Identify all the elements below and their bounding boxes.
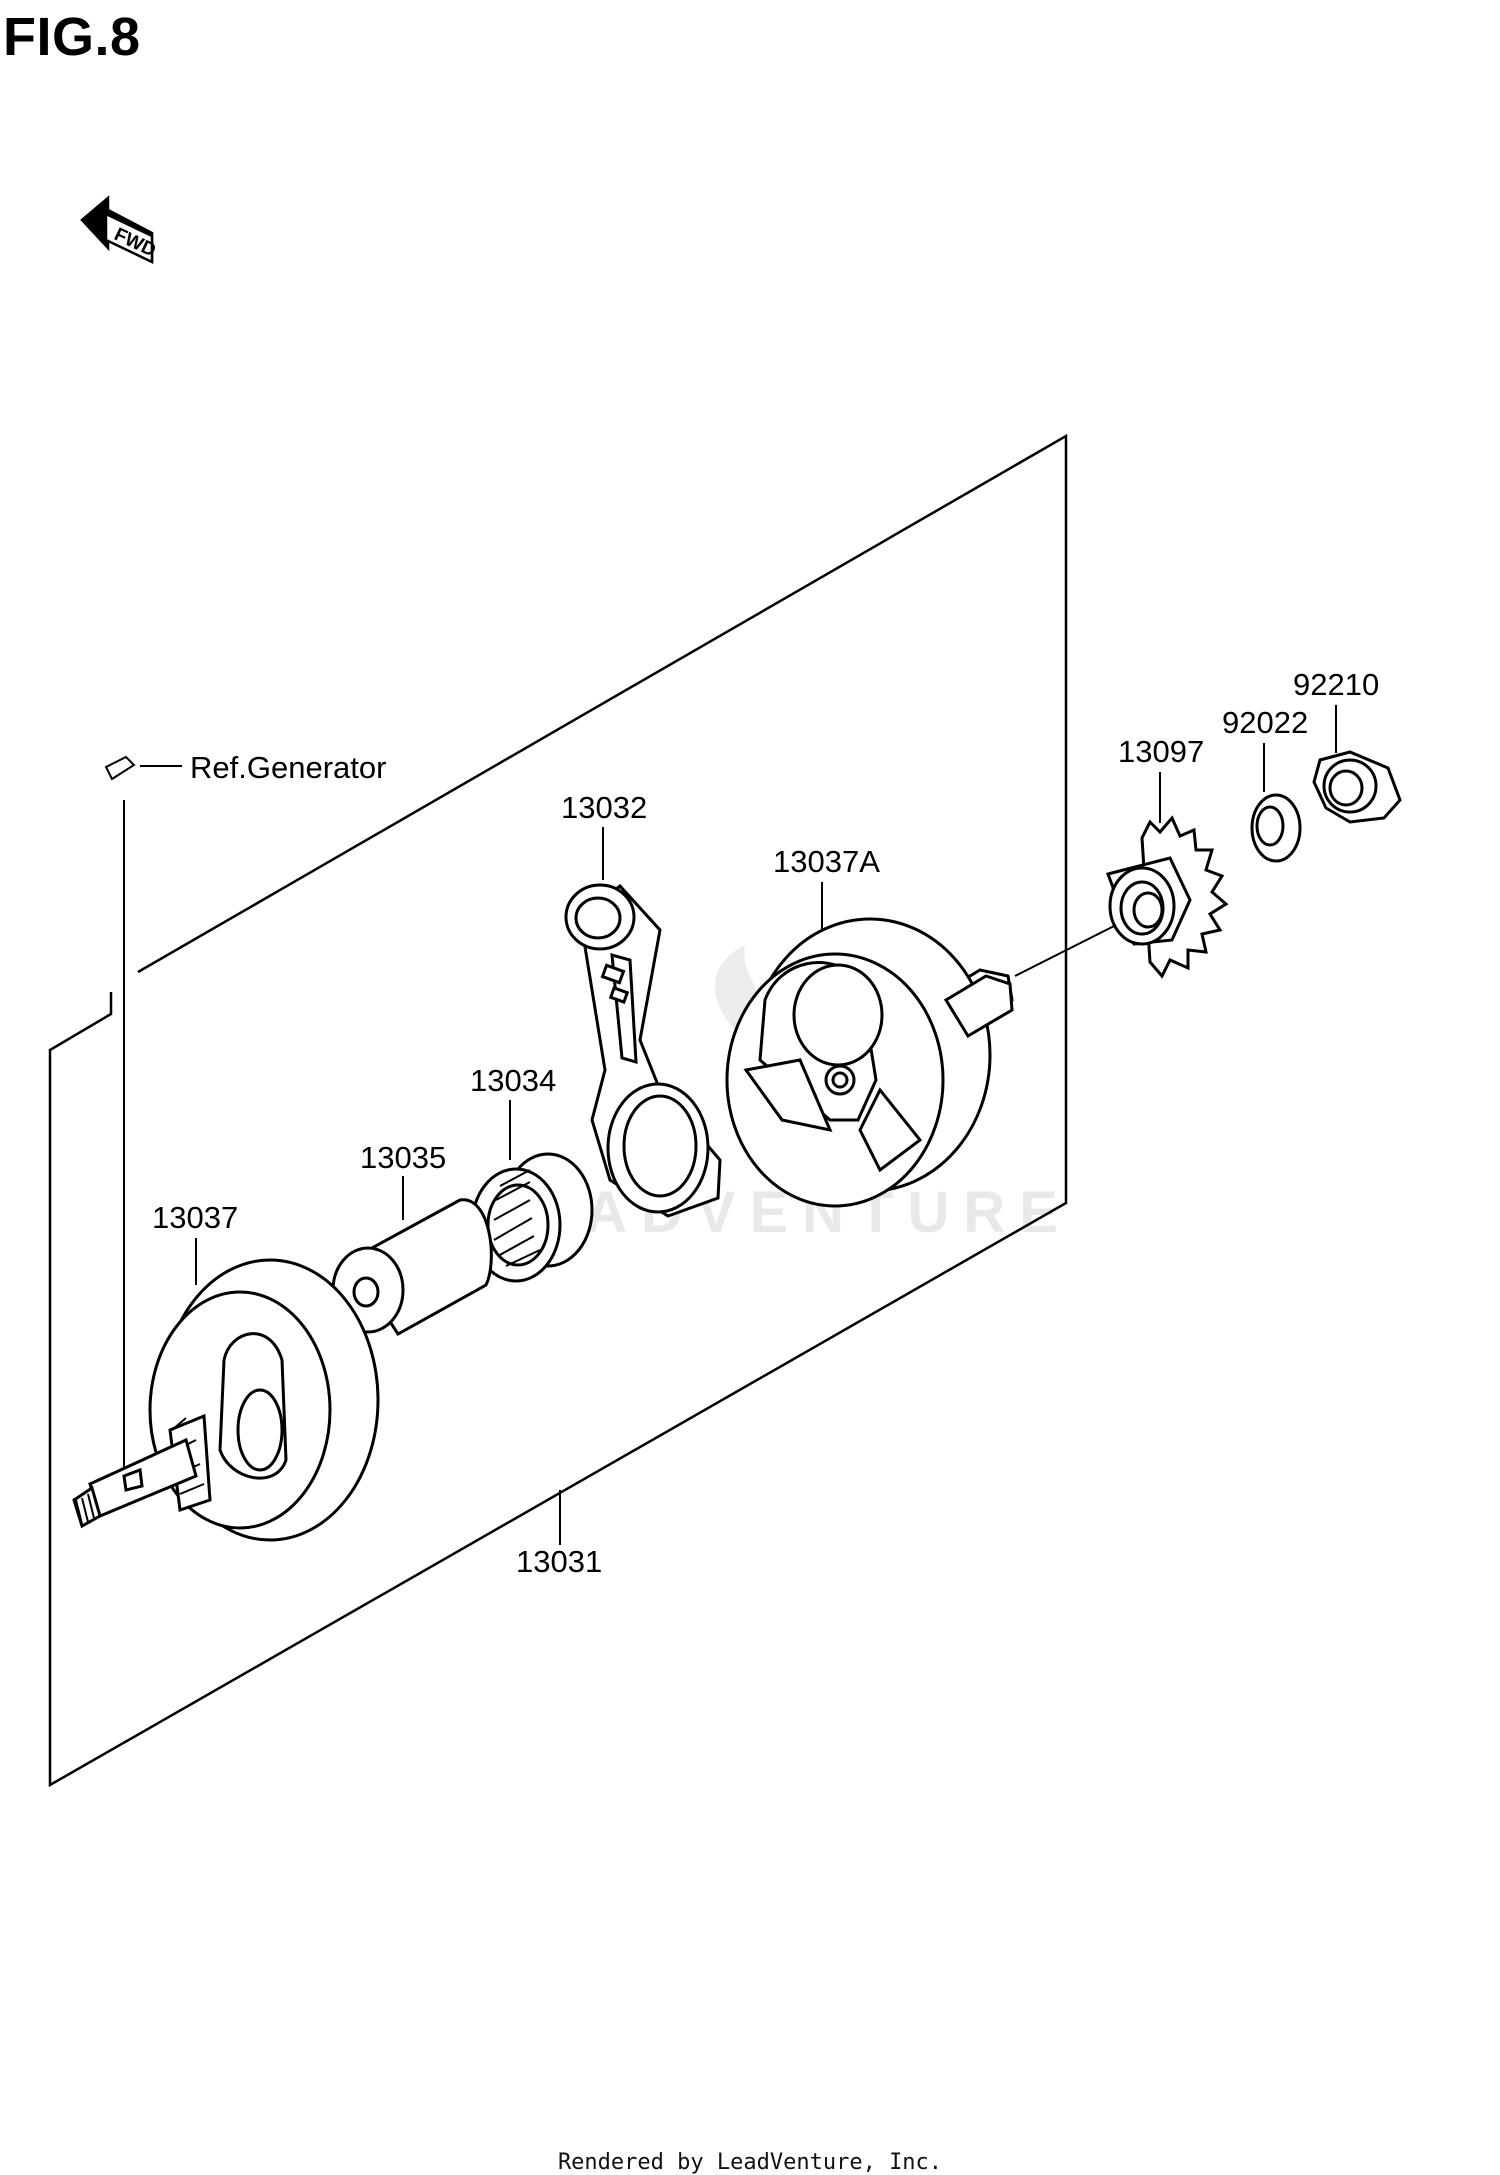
part-13097-gear <box>1106 815 1229 979</box>
part-92210-nut <box>1312 750 1402 824</box>
part-label-13037a: 13037A <box>773 844 880 879</box>
part-label-13031: 13031 <box>516 1544 602 1579</box>
part-13037a-shaft <box>943 974 1014 1039</box>
leader-lines <box>195 705 1337 1545</box>
part-label-13034: 13034 <box>470 1063 556 1098</box>
part-13037a-flywheel <box>725 917 1014 1208</box>
front-direction-arrow-icon: FWD <box>80 195 159 264</box>
part-label-13037: 13037 <box>152 1200 238 1235</box>
part-label-13032: 13032 <box>561 790 647 825</box>
part-label-92022: 92022 <box>1222 705 1308 740</box>
part-label-13097: 13097 <box>1118 734 1204 769</box>
reference-label: Ref.Generator <box>190 750 386 785</box>
part-13037-flywheel <box>72 1258 380 1542</box>
part-92022-washer <box>1250 793 1302 863</box>
part-13032-connecting-rod <box>564 883 722 1218</box>
woodruff-key <box>104 755 182 1505</box>
part-label-92210: 92210 <box>1293 667 1379 702</box>
assembly-frame <box>48 433 1068 1788</box>
footer-credit: Rendered by LeadVenture, Inc. <box>557 2150 943 2175</box>
figure-title: FIG.8 <box>3 7 141 67</box>
part-label-13035: 13035 <box>360 1140 446 1175</box>
